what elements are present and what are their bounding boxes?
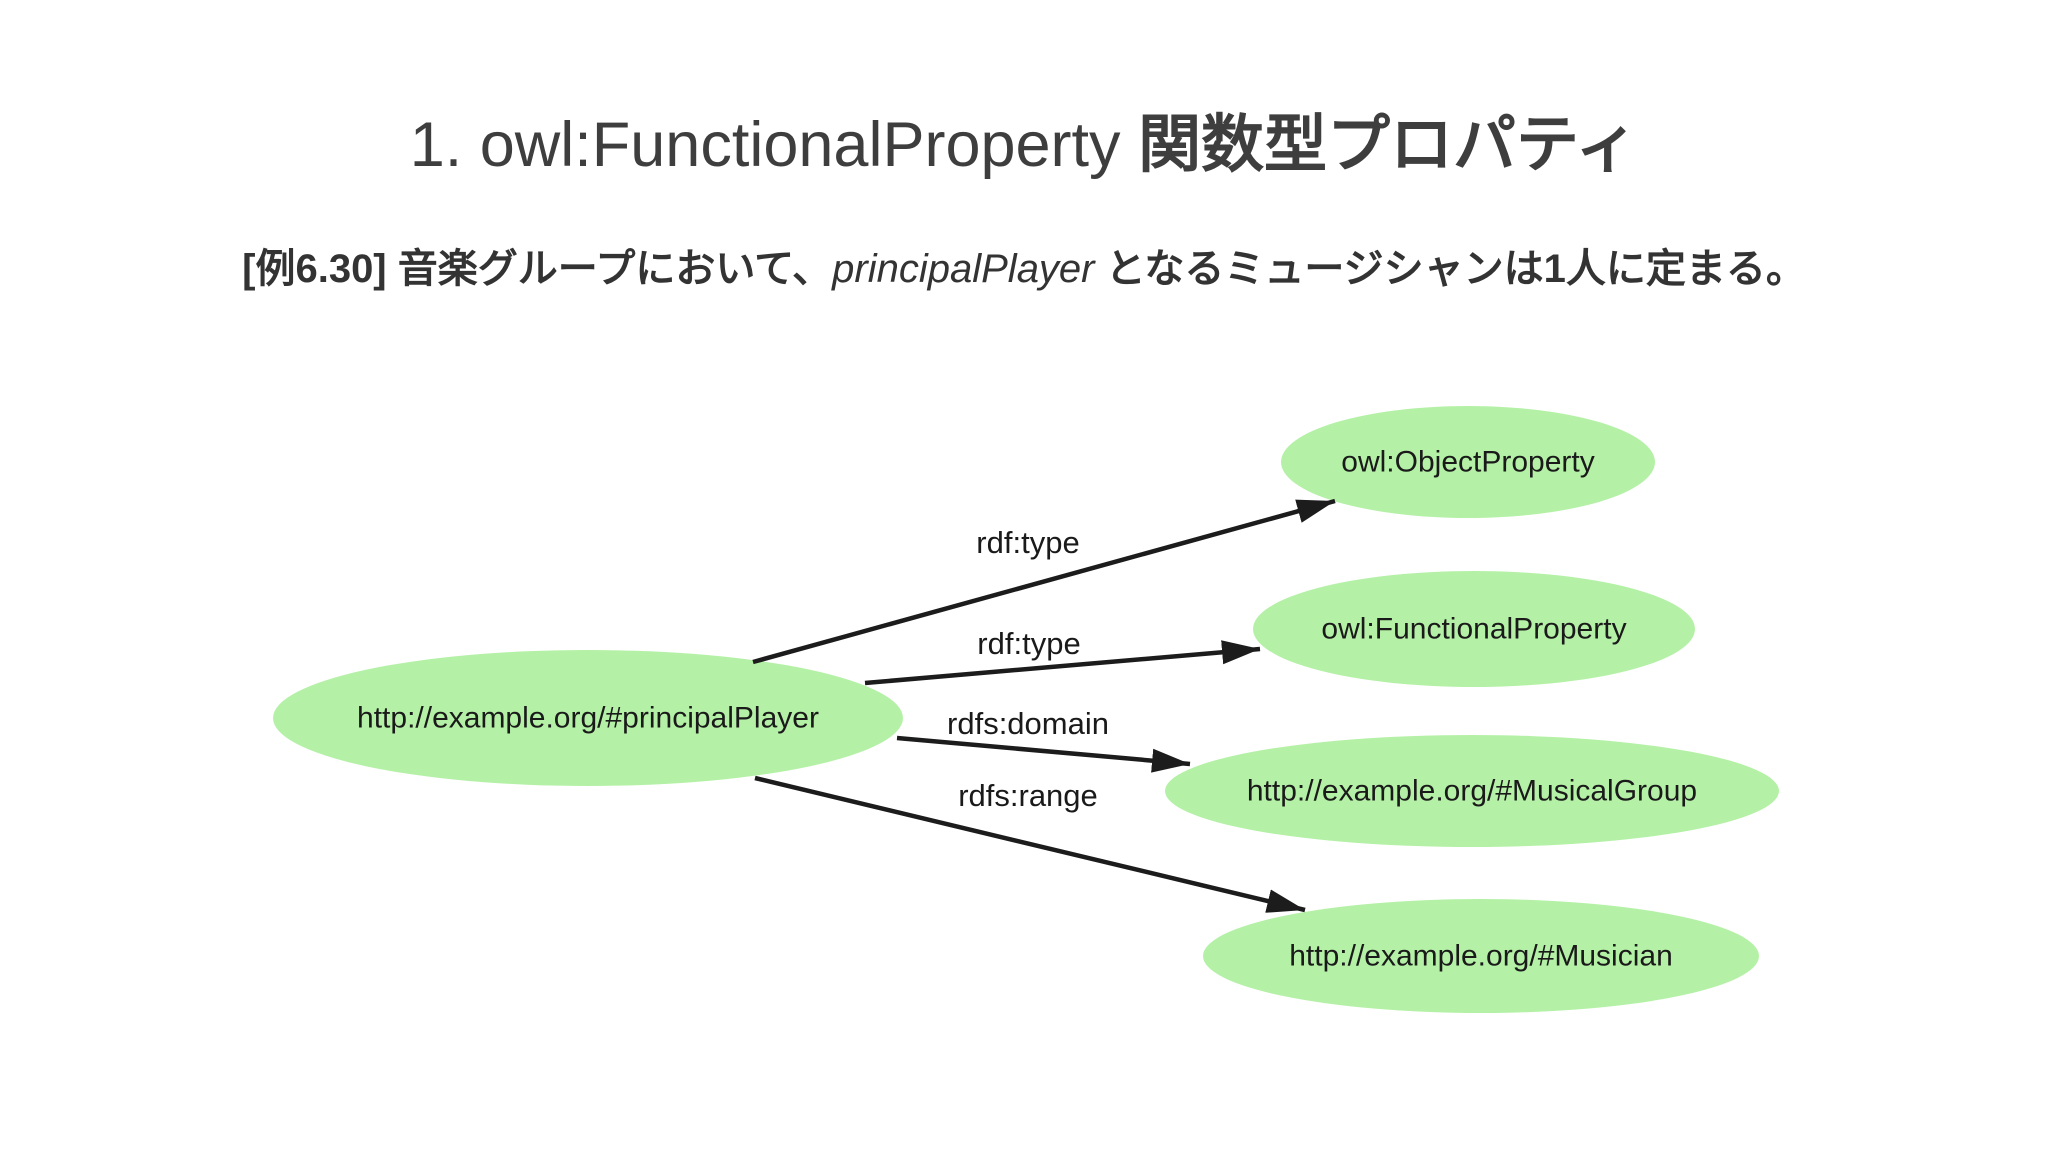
graph-edge-label: rdfs:domain [947,706,1109,741]
page-title: 1. owl:FunctionalProperty 関数型プロパティ [0,100,2048,191]
graph-node-label: http://example.org/#Musician [1289,940,1673,973]
page-title-japanese: 関数型プロパティ [1138,110,1639,180]
graph-node-ellipse [1281,406,1655,518]
graph-node-ellipse [1165,735,1779,847]
graph-edge-arrow [754,775,1306,913]
graph-node-principal-player: http://example.org/#principalPlayer [273,650,903,786]
graph-node-label: http://example.org/#principalPlayer [357,702,819,735]
graph-edge-label: rdfs:range [958,778,1098,813]
graph-edge-rdf-type-object: rdf:type [752,498,1336,665]
graph-node-label: owl:FunctionalProperty [1321,613,1626,646]
graph-edge-rdf-type-functional: rdf:type [864,626,1261,686]
page-title-latin: 1. owl:FunctionalProperty [409,110,1139,180]
graph-edge-rdfs-range: rdfs:range [754,775,1306,913]
graph-node-label: owl:ObjectProperty [1341,446,1594,479]
example-caption: [例6.30] 音楽グループにおいて、principalPlayer となるミュ… [0,243,2048,295]
graph-edge-arrow [864,640,1261,686]
graph-edge-label: rdf:type [977,626,1080,661]
graph-node-label: http://example.org/#MusicalGroup [1247,775,1697,808]
graph-node-musician: http://example.org/#Musician [1203,899,1759,1013]
example-caption-property-name: principalPlayer [832,247,1095,291]
graph-node-ellipse [1203,899,1759,1013]
graph-node-object-property: owl:ObjectProperty [1281,406,1655,518]
graph-node-functional-property: owl:FunctionalProperty [1253,571,1695,687]
graph-node-ellipse [1253,571,1695,687]
graph-node-musical-group: http://example.org/#MusicalGroup [1165,735,1779,847]
example-caption-suffix: となるミュージシャンは1人に定まる。 [1094,247,1806,291]
graph-edge-label: rdf:type [976,525,1079,560]
graph-node-ellipse [273,650,903,786]
graph-edge-arrow [896,735,1191,773]
graph-edge-rdfs-domain: rdfs:domain [896,706,1191,773]
example-caption-prefix: [例6.30] 音楽グループにおいて、 [242,247,833,291]
graph-edge-arrow [752,498,1336,665]
